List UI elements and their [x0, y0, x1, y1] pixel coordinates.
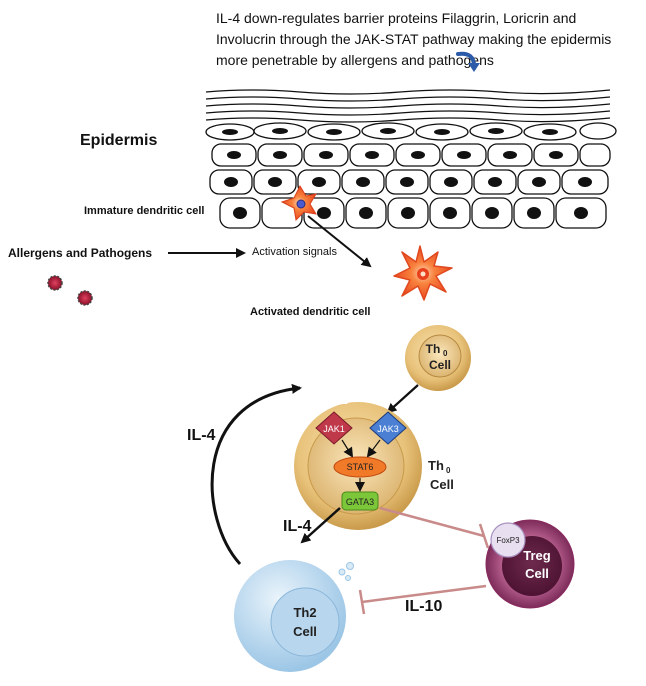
il4-arrow — [300, 507, 341, 544]
th2-line1: Th2 — [293, 605, 316, 620]
il4-lower-label: IL-4 — [283, 518, 312, 535]
treg-line1: Treg — [523, 548, 551, 563]
cytokine-bubbles — [338, 562, 354, 581]
th0-large-sub: 0 — [446, 466, 451, 475]
activated-dc-label: Activated dendritic cell — [250, 306, 371, 318]
jak3-to-stat6-arrow — [366, 439, 381, 458]
treg-line2: Cell — [525, 566, 549, 581]
il4-left-label: IL-4 — [187, 427, 216, 444]
epidermis-label: Epidermis — [80, 132, 158, 149]
th0-large-main: Th — [428, 458, 444, 473]
jak3-label: JAK3 — [377, 424, 399, 434]
jak1-label: JAK1 — [323, 424, 345, 434]
stat6-node: STAT6 — [333, 456, 387, 478]
epidermis-layer — [205, 89, 617, 229]
foxp3-marker: FoxP3 — [490, 522, 526, 558]
th0-large-line2: Cell — [430, 477, 454, 492]
il4-feedback-arrow — [210, 383, 302, 566]
gata3-inhibition-line — [379, 506, 490, 549]
th2-cell: Th2 Cell — [234, 560, 346, 672]
th0-top-sub: 0 — [443, 349, 448, 358]
caption: IL-4 down-regulates barrier proteins Fil… — [216, 8, 636, 71]
th2-line2: Cell — [293, 624, 317, 639]
curved-arrow-icon — [456, 51, 480, 72]
caption-text: IL-4 down-regulates barrier proteins Fil… — [216, 10, 612, 68]
jak1-to-stat6-arrow — [341, 439, 354, 458]
activation-signals-label: Activation signals — [252, 246, 337, 258]
immature-dc-label: Immature dendritic cell — [84, 205, 205, 217]
il10-label: IL-10 — [405, 598, 443, 615]
th0-cell-top: Th 0 Cell — [405, 325, 471, 391]
allergens-label: Allergens and Pathogens — [8, 246, 153, 260]
th0-top-line2: Cell — [429, 358, 451, 372]
jak3-receptor: JAK3 — [369, 411, 407, 445]
migration-arrow — [307, 215, 372, 268]
pathogen-icon — [47, 275, 63, 291]
stat6-label: STAT6 — [347, 462, 374, 472]
gata3-node: GATA3 — [341, 491, 379, 511]
immature-dendritic-cell — [280, 184, 318, 222]
th0-top-main: Th — [426, 342, 441, 356]
pathogen-icon — [77, 290, 93, 306]
il10-inhibition-line — [358, 584, 487, 615]
gata3-label: GATA3 — [346, 497, 374, 507]
jak1-receptor: JAK1 — [315, 411, 353, 445]
foxp3-label: FoxP3 — [496, 536, 520, 545]
th0-arrow — [386, 384, 419, 414]
activated-dendritic-cell — [393, 245, 453, 301]
